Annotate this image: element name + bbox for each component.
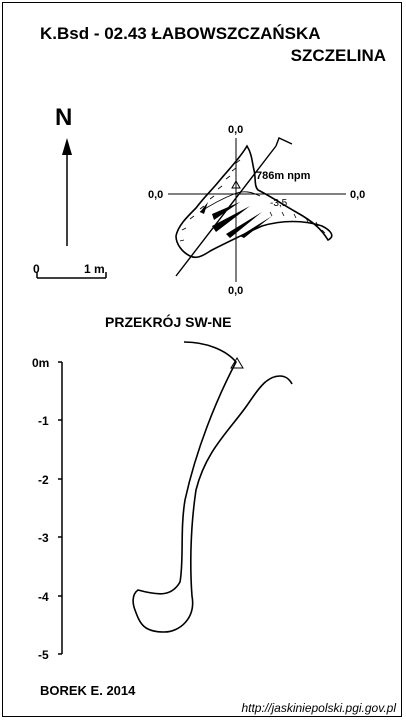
- scale-bar: [36, 272, 107, 279]
- plan-axis-label-left: 0,0: [148, 189, 164, 201]
- plan-axis-label-bottom: 0,0: [228, 285, 244, 297]
- depth-label: -3,5: [270, 198, 288, 209]
- scale-end-label: 1 m: [84, 262, 105, 276]
- scale-start-label: 0: [33, 262, 40, 276]
- depth-tick-label: 0m: [32, 356, 50, 370]
- depth-tick-label: -5: [38, 648, 49, 662]
- north-label: N: [55, 104, 73, 131]
- depth-tick-label: -4: [38, 590, 49, 604]
- source-url: http://jaskiniepolski.pgi.gov.pl: [241, 701, 396, 715]
- depth-scale: [58, 361, 63, 655]
- elevation-label: 786m npm: [256, 170, 311, 182]
- depth-tick-label: -3: [38, 531, 49, 545]
- section-title: PRZEKRÓJ SW-NE: [105, 314, 232, 330]
- plan-axis-label-right: 0,0: [350, 189, 366, 201]
- north-arrow-icon: [62, 138, 72, 246]
- cave-title-name: SZCZELINA: [290, 46, 386, 65]
- depth-tick-label: -2: [38, 473, 49, 487]
- depth-tick-label: -1: [38, 414, 49, 428]
- cave-cross-section: [132, 341, 293, 633]
- plan-axis-label-top: 0,0: [228, 124, 244, 136]
- map-frame: [2, 2, 402, 717]
- author-label: BOREK E. 2014: [40, 683, 136, 698]
- cave-plan: [175, 144, 333, 259]
- cave-title-code: K.Bsd - 02.43 ŁABOWSZCZAŃSKA: [40, 24, 321, 43]
